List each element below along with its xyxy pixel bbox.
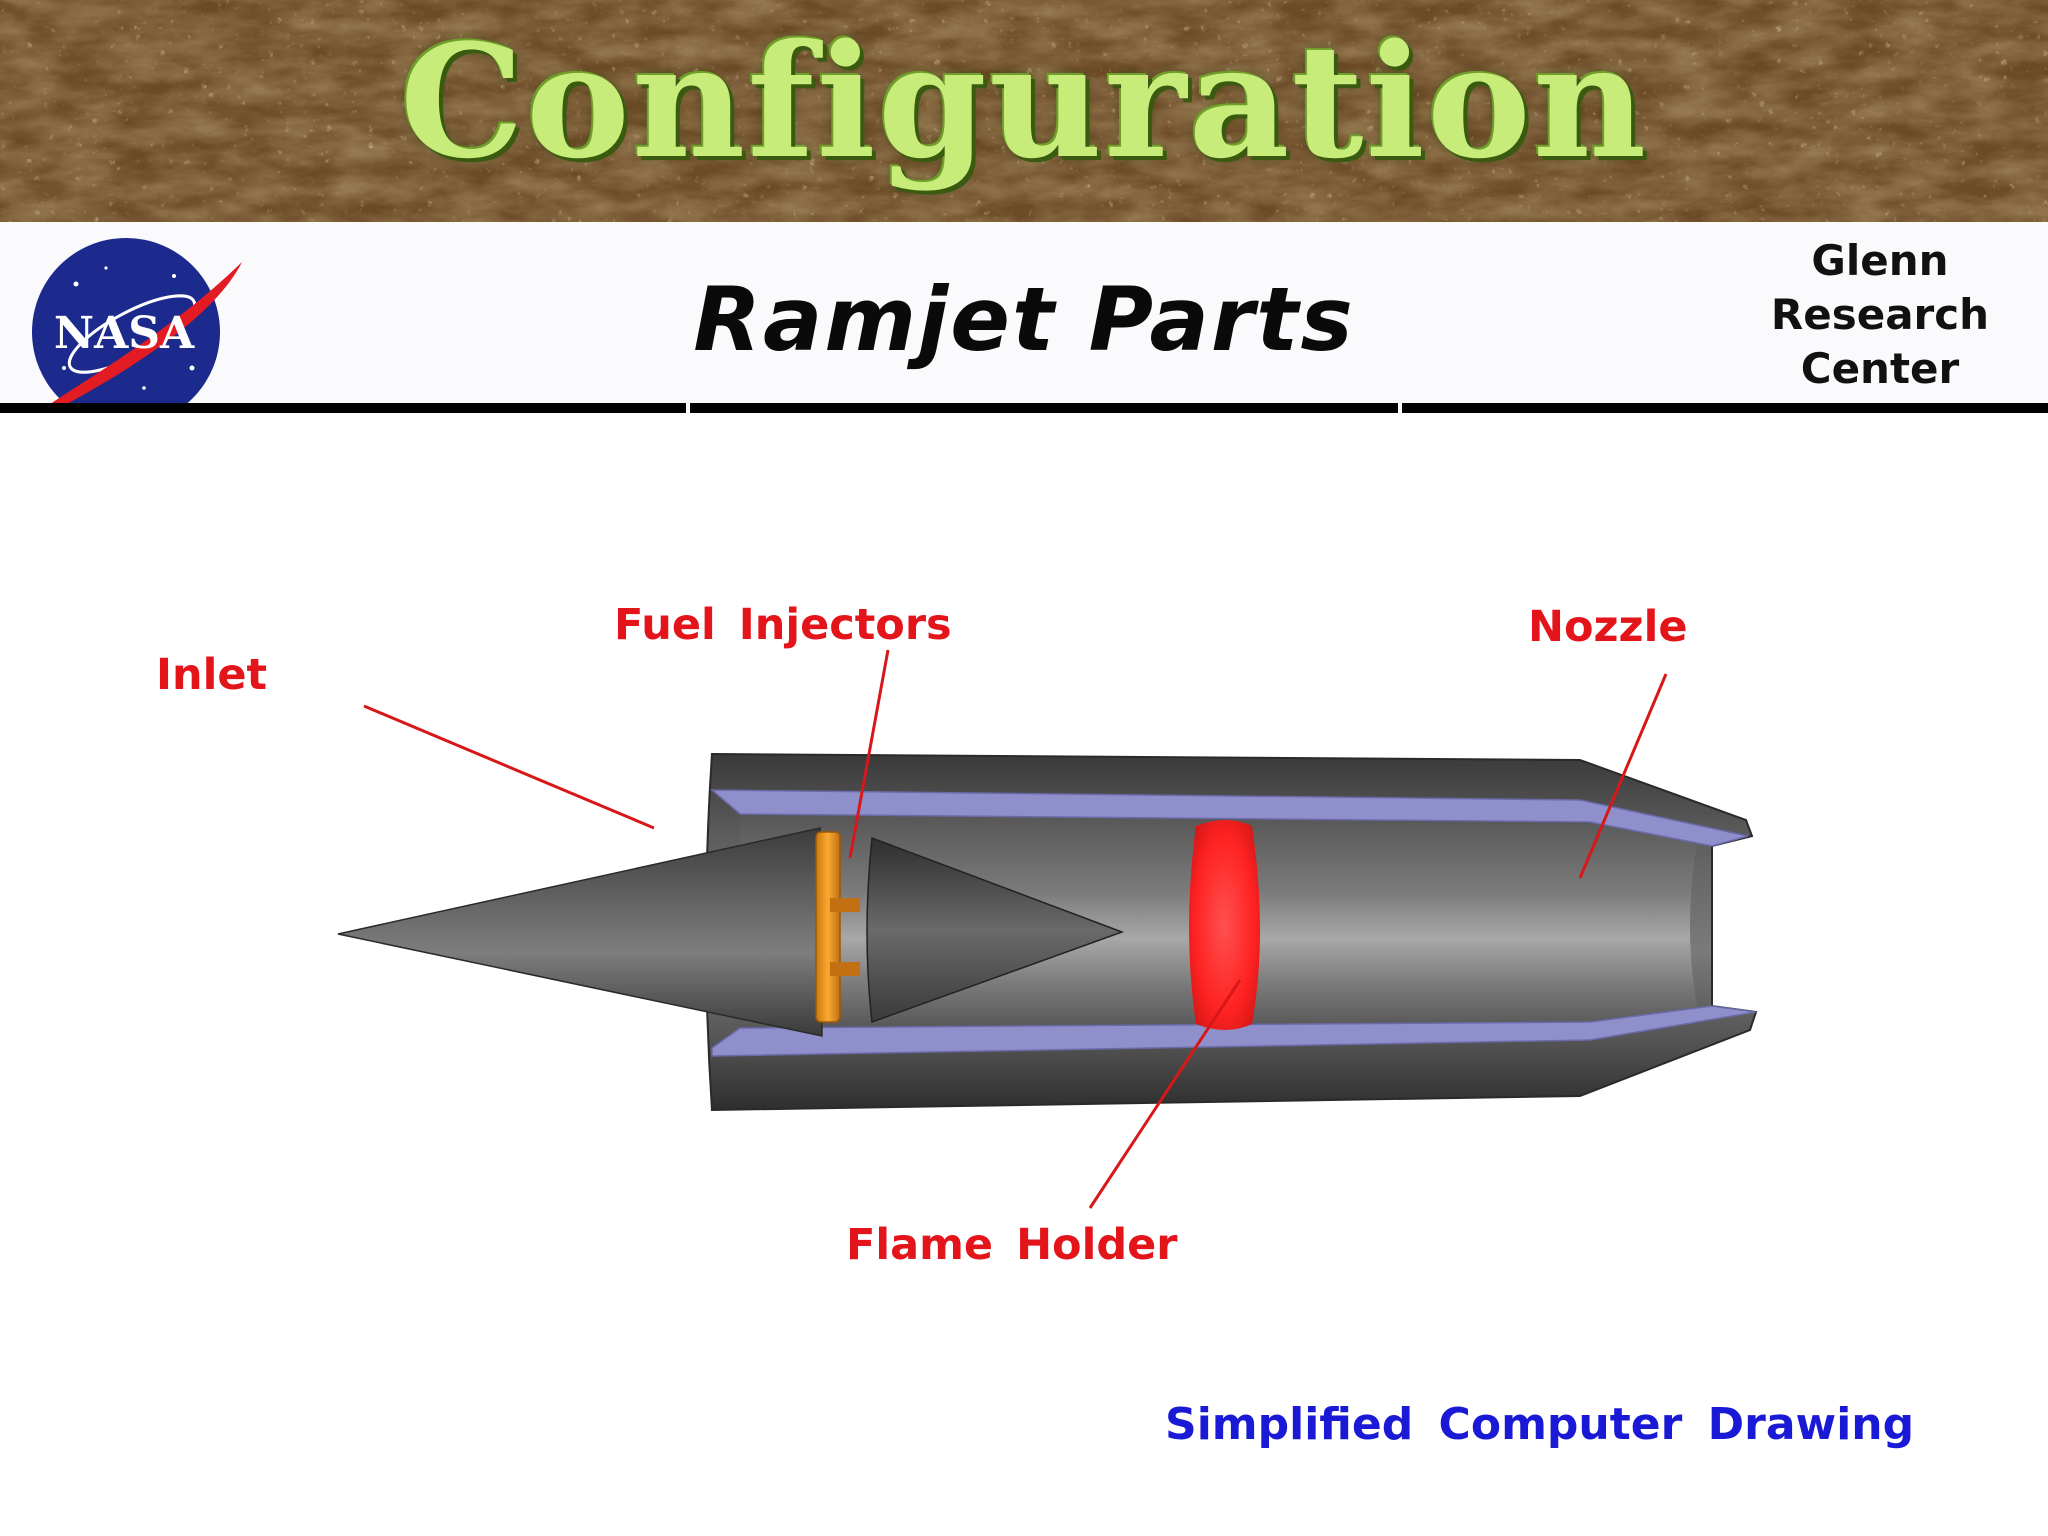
diagram-caption: Simplified Computer Drawing [1165,1399,1915,1450]
slide-title: Configuration [399,10,1649,193]
injector-strut-upper [830,898,860,912]
liner-bottom [711,1005,1757,1057]
org-name-line-2: Research [1770,290,1990,339]
header-panel: NASA Ramjet Parts Glenn Research Center [0,222,2048,410]
nasa-logo: NASA [32,238,242,410]
page-subtitle: Ramjet Parts [693,268,1355,371]
banner-texture [0,0,2048,222]
engine-inner-duct [740,812,1700,1042]
header-rule-center [690,403,1398,413]
header-rule-left [0,403,686,413]
label-inlet: Inlet [156,650,268,700]
leader-line-inlet [363,704,655,830]
org-name-line-1: Glenn [1811,236,1949,285]
title-banner: Configuration [0,0,2048,222]
nasa-logo-text: NASA [54,308,195,359]
leader-line-flame-holder [1088,979,1242,1209]
leader-line-fuel-injectors [848,649,890,859]
inlet-spike [337,827,823,1037]
label-nozzle: Nozzle [1528,602,1688,652]
label-fuel-injectors: Fuel Injectors [614,600,952,650]
fuel-injector-ring [815,831,841,1023]
org-name: Glenn Research Center [1730,234,2030,396]
flame-holder [1189,820,1260,1030]
header-rule-right [1402,403,2048,413]
center-body-cone [866,836,1125,1024]
liner-top [709,789,1749,847]
label-flame-holder: Flame Holder [846,1220,1178,1270]
org-name-line-3: Center [1800,344,1960,393]
leader-line-nozzle [1578,673,1668,879]
engine-body [705,752,1758,1112]
injector-strut-lower [830,962,860,976]
